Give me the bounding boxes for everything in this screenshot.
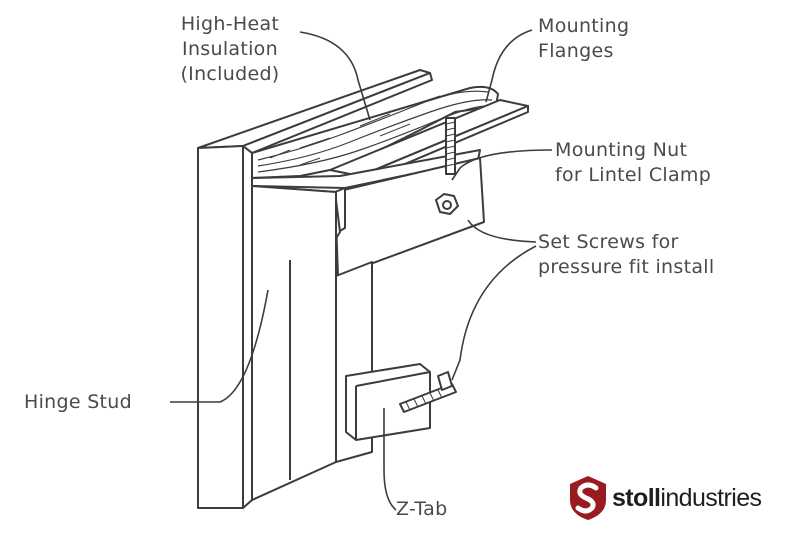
- leader-hinge: [170, 289, 269, 403]
- label-flanges: Mounting Flanges: [538, 15, 630, 62]
- label-set-screws: Set Screws for pressure fit install: [538, 231, 715, 278]
- label-z-tab: Z-Tab: [396, 498, 448, 520]
- left-post-inner: [242, 145, 253, 509]
- leader-screws-2: [451, 245, 537, 381]
- logo-wordmark: stollindustries: [612, 484, 762, 512]
- label-hinge-stud: Hinge Stud: [24, 391, 133, 413]
- leader-screws-1: [467, 219, 537, 243]
- stoll-s-icon: [570, 476, 606, 520]
- leader-nut: [451, 149, 553, 181]
- label-mounting-nut: Mounting Nut for Lintel Clamp: [555, 139, 712, 186]
- left-post: [197, 145, 244, 509]
- label-insulation: High-Heat Insulation (Included): [180, 13, 280, 85]
- leader-insulation: [299, 31, 371, 121]
- stoll-industries-logo: stollindustries: [566, 474, 792, 522]
- leader-ztab: [383, 408, 397, 511]
- vertical-bar-side: [251, 185, 337, 501]
- leader-flanges: [485, 29, 533, 103]
